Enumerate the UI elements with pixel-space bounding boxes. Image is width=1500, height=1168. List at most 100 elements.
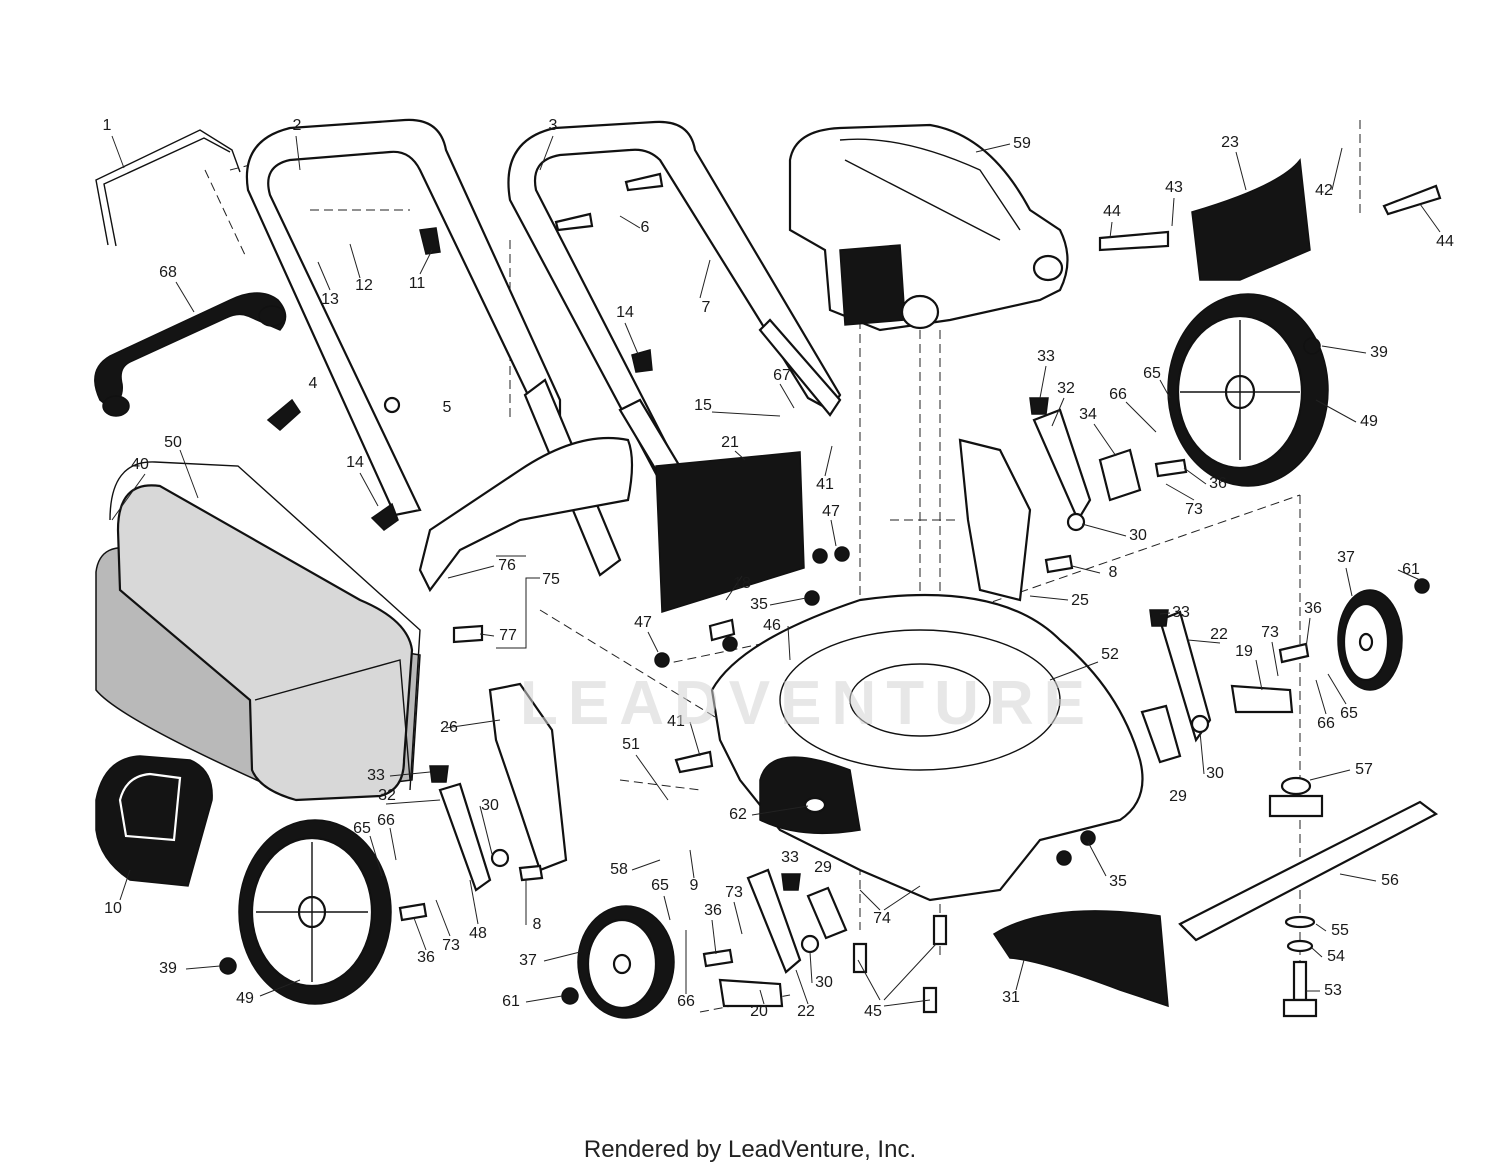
part-label-32: 32 <box>1057 380 1075 397</box>
part-label-54: 54 <box>1327 948 1345 965</box>
part-label-57: 57 <box>1355 761 1373 778</box>
engine <box>788 123 1069 332</box>
bolts <box>219 172 1442 1014</box>
leader-lines <box>111 135 1441 1007</box>
part-label-8: 8 <box>1109 564 1118 581</box>
part-label-49: 49 <box>1360 413 1378 430</box>
part-label-61: 61 <box>1402 561 1420 578</box>
part-label-39: 39 <box>1370 344 1388 361</box>
part-label-46: 46 <box>763 617 781 634</box>
part-label-37: 37 <box>1337 549 1355 566</box>
part-label-66: 66 <box>1109 386 1127 403</box>
part-label-43: 43 <box>1165 179 1183 196</box>
part-label-75: 75 <box>542 571 560 588</box>
part-label-36: 36 <box>1209 475 1227 492</box>
part-label-15: 15 <box>694 397 712 414</box>
part-label-1: 1 <box>103 117 112 134</box>
part-label-73: 73 <box>1185 501 1203 518</box>
part-label-3: 3 <box>549 117 558 134</box>
part-label-5: 5 <box>443 399 452 416</box>
part-label-9: 9 <box>690 877 699 894</box>
part-label-2: 2 <box>293 117 302 134</box>
blade-assembly <box>1178 776 1439 1018</box>
part-label-18: 18 <box>733 575 751 592</box>
part-label-65: 65 <box>353 820 371 837</box>
handle-knobs <box>266 227 653 531</box>
part-label-26: 26 <box>440 719 458 736</box>
part-label-53: 53 <box>1324 982 1342 999</box>
part-label-41: 41 <box>667 713 685 730</box>
part-label-29: 29 <box>1169 788 1187 805</box>
part-label-22: 22 <box>797 1003 815 1020</box>
part-label-20: 20 <box>750 1003 768 1020</box>
part-label-33: 33 <box>1172 604 1190 621</box>
wheel-front-left <box>577 905 675 1019</box>
part-label-65: 65 <box>1340 705 1358 722</box>
part-label-47: 47 <box>634 614 652 631</box>
part-label-66: 66 <box>677 993 695 1010</box>
part-label-10: 10 <box>104 900 122 917</box>
part-label-12: 12 <box>355 277 373 294</box>
part-label-62: 62 <box>729 806 747 823</box>
part-label-22: 22 <box>1210 626 1228 643</box>
part-label-13: 13 <box>321 291 339 308</box>
part-label-68: 68 <box>159 264 177 281</box>
part-label-44: 44 <box>1103 203 1121 220</box>
part-label-33: 33 <box>1037 348 1055 365</box>
part-label-44: 44 <box>1436 233 1454 250</box>
watermark: LEADVENTURE <box>520 669 1096 738</box>
part-label-52: 52 <box>1101 646 1119 663</box>
part-label-48: 48 <box>469 925 487 942</box>
part-label-25: 25 <box>1071 592 1089 609</box>
grass-catcher <box>95 461 421 802</box>
part-label-37: 37 <box>519 952 537 969</box>
part-label-34: 34 <box>1079 406 1097 423</box>
part-label-6: 6 <box>641 219 650 236</box>
part-label-21: 21 <box>721 434 739 451</box>
part-label-4: 4 <box>309 375 318 392</box>
part-label-65: 65 <box>1143 365 1161 382</box>
footer-credit: Rendered by LeadVenture, Inc. <box>583 1136 917 1163</box>
wheel-rear-right <box>1167 293 1329 487</box>
part-label-30: 30 <box>815 974 833 991</box>
part-label-76: 76 <box>498 557 516 574</box>
part-label-41: 41 <box>816 476 834 493</box>
part-label-36: 36 <box>417 949 435 966</box>
part-label-65: 65 <box>651 877 669 894</box>
part-label-19: 19 <box>1235 643 1253 660</box>
part-label-74: 74 <box>873 910 891 927</box>
part-label-45: 45 <box>864 1003 882 1020</box>
part-label-49: 49 <box>236 990 254 1007</box>
handle-grip <box>94 292 287 417</box>
rear-discharge <box>418 158 1311 614</box>
part-label-31: 31 <box>1002 989 1020 1006</box>
part-label-67: 67 <box>773 367 791 384</box>
part-label-73: 73 <box>1261 624 1279 641</box>
part-label-66: 66 <box>1317 715 1335 732</box>
wheel-rear-left <box>238 819 392 1005</box>
part-label-42: 42 <box>1315 182 1333 199</box>
part-label-11: 11 <box>409 275 426 292</box>
part-label-8: 8 <box>533 916 542 933</box>
part-label-30: 30 <box>1129 527 1147 544</box>
part-label-73: 73 <box>725 884 743 901</box>
covers <box>95 755 1169 1008</box>
part-label-40: 40 <box>131 456 149 473</box>
part-label-61: 61 <box>502 993 520 1010</box>
part-label-36: 36 <box>1304 600 1322 617</box>
part-label-39: 39 <box>159 960 177 977</box>
part-label-7: 7 <box>702 299 711 316</box>
part-label-51: 51 <box>622 736 640 753</box>
part-label-59: 59 <box>1013 135 1031 152</box>
part-label-73: 73 <box>442 937 460 954</box>
part-label-47: 47 <box>822 503 840 520</box>
part-label-58: 58 <box>610 861 628 878</box>
part-label-33: 33 <box>367 767 385 784</box>
part-label-23: 23 <box>1221 134 1239 151</box>
control-bar <box>95 129 241 247</box>
part-label-77: 77 <box>499 627 517 644</box>
part-label-29: 29 <box>814 859 832 876</box>
part-label-56: 56 <box>1381 872 1399 889</box>
